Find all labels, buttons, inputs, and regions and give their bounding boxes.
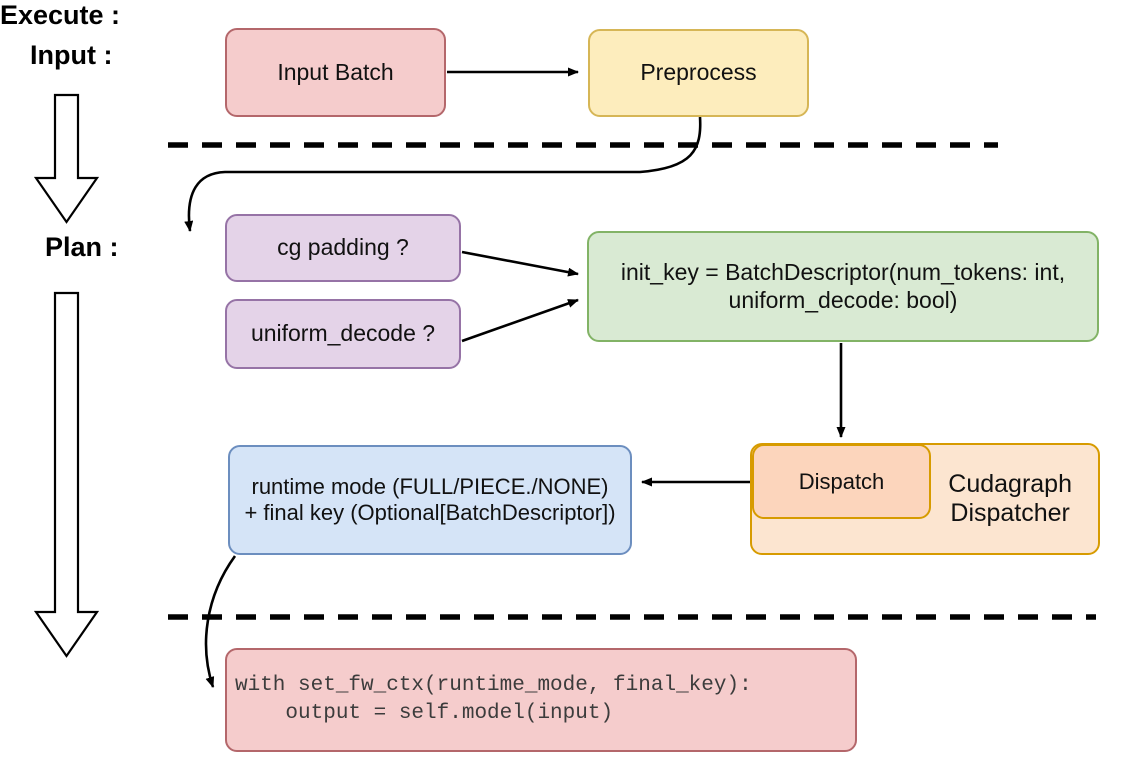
node-init-key[interactable]: init_key = BatchDescriptor(num_tokens: i…	[587, 231, 1099, 342]
node-uniform-decode[interactable]: uniform_decode ?	[225, 299, 461, 369]
node-dispatch[interactable]: Dispatch	[752, 444, 931, 519]
node-cg-padding[interactable]: cg padding ?	[225, 214, 461, 282]
node-preprocess[interactable]: Preprocess	[588, 29, 809, 117]
plan-to-execute-flow-arrow	[33, 291, 100, 658]
stage-label-input: Input :	[30, 40, 113, 70]
connector-cg-padding-to-init-key	[461, 250, 579, 277]
connector-uniform-decode-to-init-key	[461, 298, 579, 343]
input-to-plan-flow-arrow	[33, 93, 100, 224]
node-runtime-mode-and-final-key[interactable]: runtime mode (FULL/PIECE./NONE) + final …	[228, 445, 632, 555]
stage-label-plan: Plan :	[45, 232, 119, 262]
node-execute-code-block[interactable]: with set_fw_ctx(runtime_mode, final_key)…	[225, 648, 857, 752]
node-input-batch[interactable]: Input Batch	[225, 28, 446, 117]
stage-label-execute: Execute :	[0, 0, 121, 30]
